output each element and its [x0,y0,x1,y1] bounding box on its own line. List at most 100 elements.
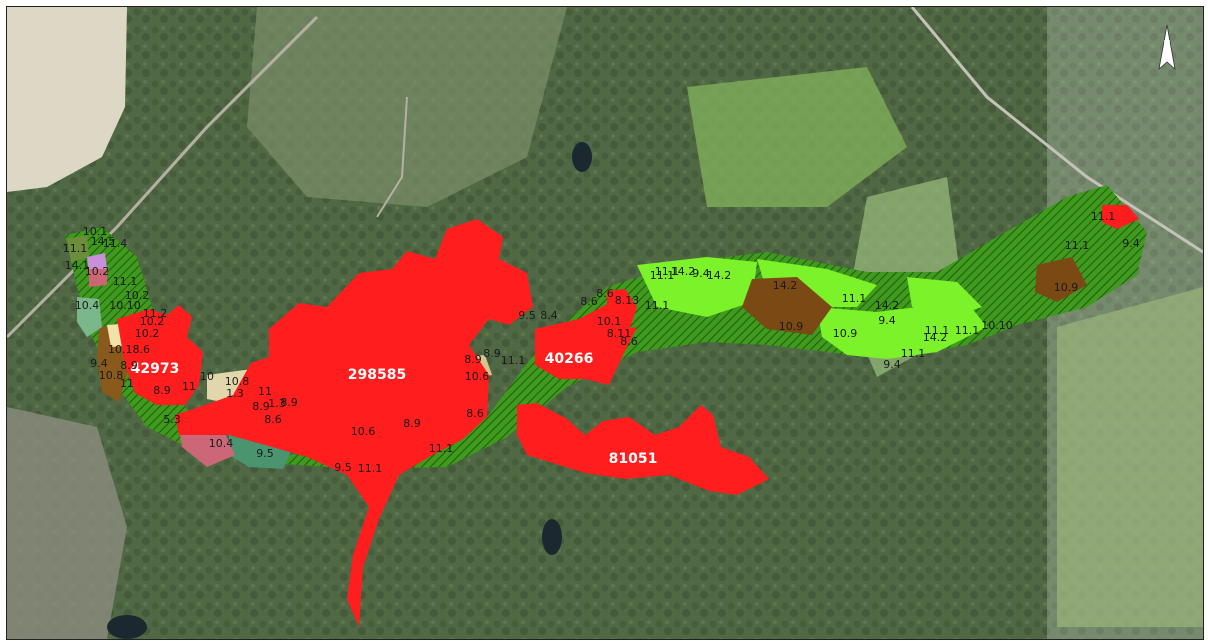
zone-label: 9.1 [7,7,16,10]
zone-label: 8.9 [120,359,138,372]
zone-label: 8.6 [466,407,484,420]
zone-label: 11.1 [429,442,454,455]
zone-label: 11.1 [1065,239,1090,252]
north-arrow: N [1158,24,1176,71]
zone-label: 5.3 [163,413,181,426]
zone-label: 8.9 [483,347,501,360]
zone-label: 10.2 [125,289,150,302]
zone-label: 8.9 [153,384,171,397]
zone-label: 10.9 [1054,281,1079,294]
zone-label: 11.1 [655,265,680,278]
zone-label: 10.10 [109,299,141,312]
zone-label: 9.4 [692,267,710,280]
parcel-red-east [1102,205,1139,229]
zone-label: 10.8 [99,369,124,382]
zone-label: 11.1 [925,324,950,337]
zone-label: 11.1 [955,324,980,337]
parcel-id-81051: 81051 [609,451,658,467]
field-area [687,67,907,207]
zone-label: 10.8 [225,375,250,388]
village-road [376,96,408,218]
zone-lilac [87,253,107,273]
zone-label: 11.2 [143,307,168,320]
pond-3 [107,615,147,639]
zone-label: 11 [258,385,272,398]
zone-label: 8.9 [403,417,421,430]
zone-label: 14.2 [875,299,900,312]
zone-label: 14.2 [707,269,732,282]
zone-label: 9.4 [90,357,108,370]
map-canvas: 42973 298585 40266 81051 10.111.114.114.… [7,7,1203,639]
zone-label: 11.1 [113,275,138,288]
zone-label: 8.6 [620,335,638,348]
zone-label: 8.6 [580,295,598,308]
zone-label: 9.5 [256,447,274,460]
zone-lime-4 [907,277,982,317]
north-arrow-icon [1158,24,1176,71]
zone-pink [89,269,107,287]
zone-label: 9.5 [518,309,536,322]
zone-label: 1.3 [226,387,244,400]
zone-label: 8.9 [464,353,482,366]
zone-label: 8.9 [280,396,298,409]
zone-label: 11.4 [103,237,128,250]
zone-label: 10.4 [209,437,234,450]
zone-label: 11.1 [645,299,670,312]
highway [910,7,1203,254]
zone-label: 11.1 [1091,210,1116,223]
zone-label: 10.9 [833,327,858,340]
zone-label: 9.5 [334,461,352,474]
zone-brown-2 [1035,257,1087,302]
road [7,15,319,339]
zone-label: 11.1 [842,292,867,305]
zone-label: 10.4 [75,299,100,312]
zone-lime [637,257,757,317]
zone-label: 11.1 [63,242,88,255]
parcel-red-small [607,289,637,337]
zone-label: 10.6 [351,425,376,438]
zone-label: 8.11 [607,327,632,340]
zone-label: 10.6 [465,370,490,383]
pond [572,142,592,172]
zone-label: 8.9 [252,400,270,413]
parcel-42973-shape [117,305,203,405]
zone-label: 14.5 [91,235,116,248]
parcel-id-42973: 42973 [131,361,180,377]
rock-area [7,407,127,639]
zone-label: 8.6 [596,287,614,300]
zone-label: 11.1 [650,269,675,282]
lake-shore [7,7,127,192]
parcel-81051-shape [517,403,769,495]
zone-label: 14.2 [923,331,948,344]
zone-label: 10.18.6 [108,343,150,356]
zone-label: 1.3 [268,397,286,410]
zone-label: 10.1 [597,315,622,328]
zone-label: 14.1 [65,259,90,272]
zone-lime-3 [817,302,987,359]
parcel-298585-shape [175,219,533,627]
zone-label: 11 [182,380,196,393]
zone-label: 14.2 [671,265,696,278]
zone-label: 9.4 [878,314,896,327]
parcel-id-298585: 298585 [348,367,406,383]
parcel-id-40266: 40266 [545,351,594,367]
zone-label: 8.6 [264,413,282,426]
zone-brown [742,277,832,335]
zone-label: 10.9 [779,320,804,333]
zone-label: 10.2 [135,327,160,340]
field-area-3 [1057,287,1203,627]
zone-label: 10.1 [83,225,108,238]
zone-label: 11.1 [358,462,383,475]
zone-label: 8.4 [540,309,558,322]
zone-label: 10.2 [140,315,165,328]
zone-label: 14.2 [773,279,798,292]
zone-label: 8.13 [615,294,640,307]
zone-label: 10 [200,370,214,383]
zone-olive [67,235,89,262]
zone-label: 11.1 [901,347,926,360]
zone-seafoam [77,297,102,337]
zone-label: 11.1 [501,354,526,367]
pond-2 [542,519,562,555]
